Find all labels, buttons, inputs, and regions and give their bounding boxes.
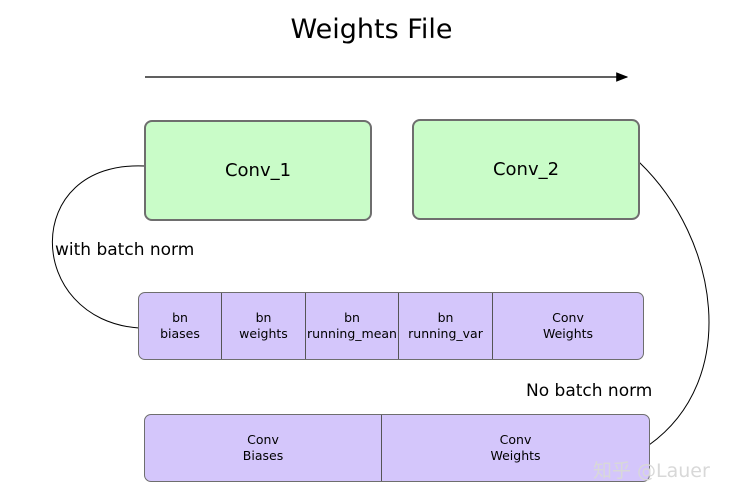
- bn-running-mean-cell: bn running_mean: [306, 293, 399, 359]
- conv2-box: Conv_2: [412, 119, 640, 220]
- conv2-label: Conv_2: [492, 159, 560, 180]
- conv-biases-cell: Conv Biases: [145, 415, 382, 481]
- connector-with-bn: [51, 165, 146, 329]
- watermark: 知乎 @Lauer: [593, 460, 710, 482]
- conv1-box: Conv_1: [144, 120, 372, 221]
- cell-line1: bn: [172, 310, 188, 325]
- diagram-title: Weights File: [290, 14, 453, 45]
- cell-line1: bn: [437, 310, 454, 325]
- bn-weights-cell: bn weights: [222, 293, 306, 359]
- cell-line2: running_var: [408, 326, 483, 341]
- cell-line2: biases: [160, 326, 200, 341]
- bn-running-var-cell: bn running_var: [399, 293, 493, 359]
- cell-line1: Conv: [499, 432, 532, 447]
- cell-line2: Biases: [242, 448, 284, 463]
- cell-line2: Weights: [542, 326, 594, 341]
- bn-weights-row: bn biases bn weights bn running_mean bn …: [138, 292, 644, 360]
- cell-line2: weights: [239, 326, 288, 341]
- cell-line1: bn: [255, 310, 272, 325]
- no-batch-norm-label: No batch norm: [526, 381, 653, 401]
- conv-weights-cell: Conv Weights: [382, 415, 649, 481]
- cell-line2: Weights: [490, 448, 541, 463]
- connector-no-bn: [638, 161, 710, 446]
- cell-line1: Conv: [552, 310, 584, 325]
- bn-biases-cell: bn biases: [139, 293, 222, 359]
- conv-weights-cell: Conv Weights: [493, 293, 643, 359]
- no-bn-weights-row: Conv Biases Conv Weights: [144, 414, 650, 482]
- cell-line2: running_mean: [307, 326, 397, 341]
- cell-line1: bn: [344, 310, 360, 325]
- conv1-label: Conv_1: [224, 160, 292, 181]
- cell-line1: Conv: [247, 432, 279, 447]
- with-batch-norm-label: with batch norm: [55, 240, 195, 260]
